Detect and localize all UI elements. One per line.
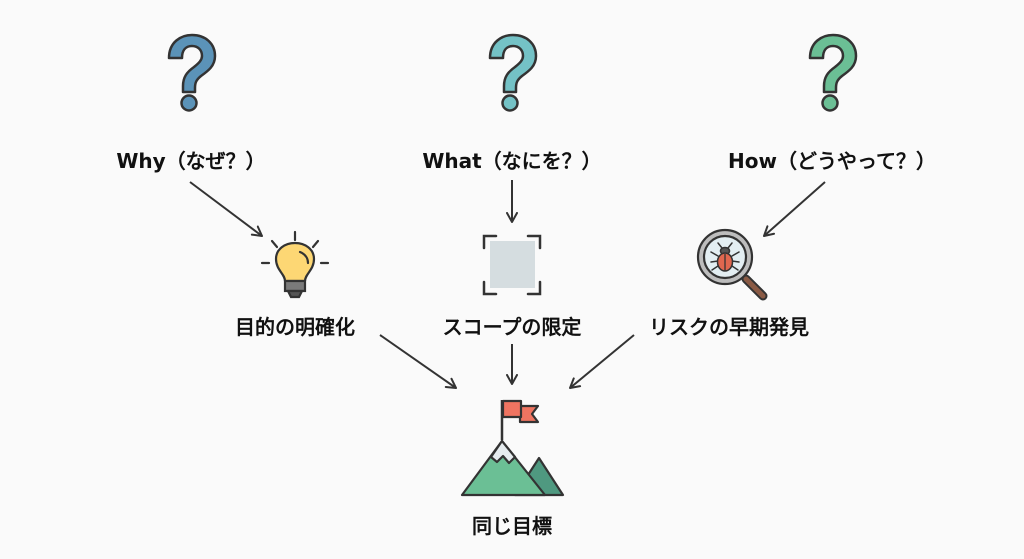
mountain-flag-icon [460, 399, 565, 497]
arrow-purpose-to-goal [379, 334, 457, 389]
question-label-why: Why（なぜ？） [116, 149, 266, 173]
outcome-label-purpose: 目的の明確化 [235, 315, 355, 339]
arrow-risk-to-goal [569, 334, 635, 389]
question-label-how: How（どうやって？） [728, 149, 936, 173]
question-mark-icon-how [808, 33, 858, 112]
arrow-how-to-risk [763, 181, 826, 237]
goal-label: 同じ目標 [472, 514, 552, 538]
arrow-why-to-purpose [189, 181, 263, 237]
question-label-what: What（なにを？） [422, 149, 602, 173]
scope-frame-icon [482, 234, 542, 296]
lightbulb-icon [260, 230, 330, 299]
outcome-label-scope: スコープの限定 [442, 315, 582, 339]
bug-magnifier-icon [696, 228, 768, 301]
question-mark-icon-why [167, 33, 217, 112]
question-mark-icon-what [488, 33, 538, 112]
outcome-label-risk: リスクの早期発見 [649, 315, 809, 339]
